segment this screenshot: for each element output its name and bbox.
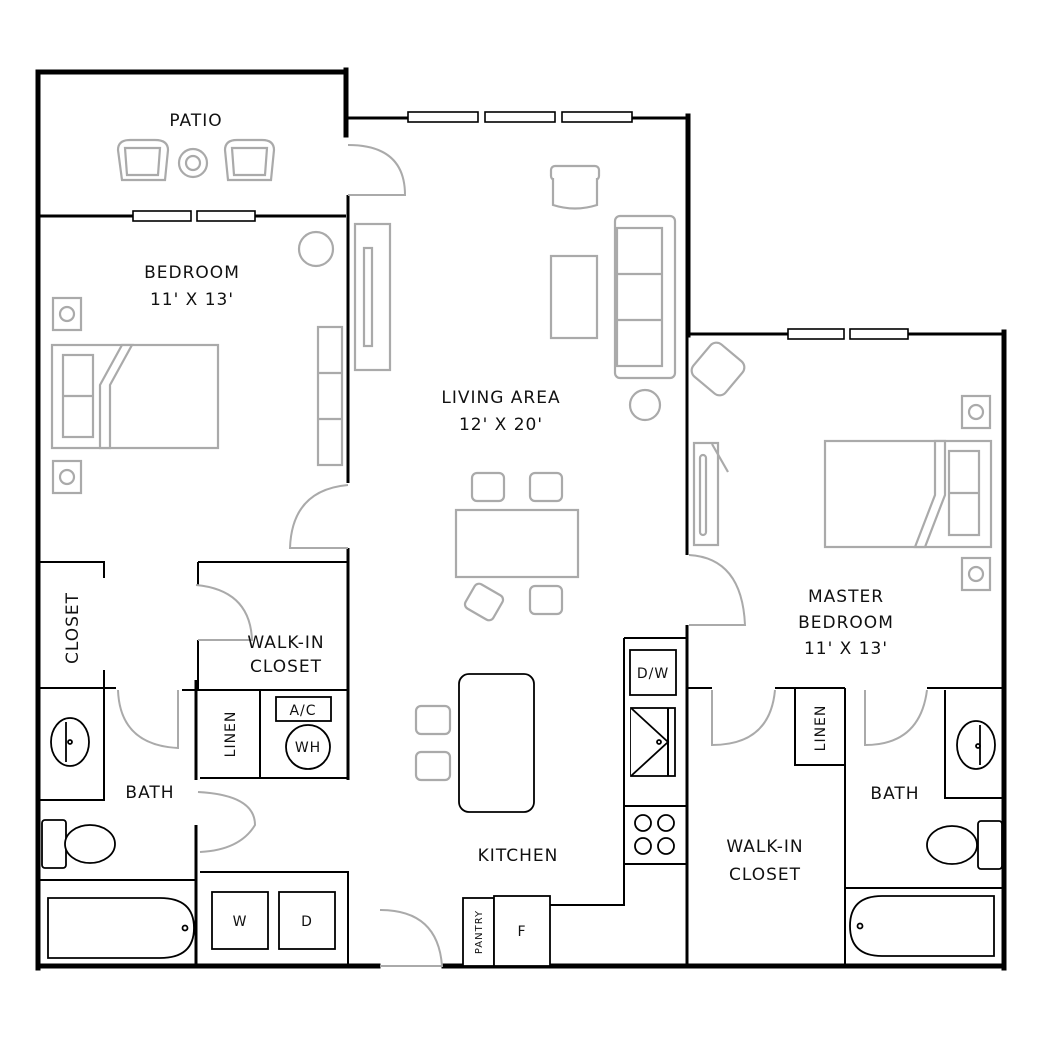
linen-left-label: LINEN <box>223 711 239 758</box>
sofa-icon <box>613 214 677 380</box>
armchair-icon <box>549 164 601 210</box>
living-area-label: LIVING AREA <box>441 388 560 408</box>
toilet-icon <box>41 819 116 869</box>
refrigerator <box>493 895 551 967</box>
dresser-icon <box>316 325 344 467</box>
plant-icon <box>177 147 209 179</box>
armchair-icon <box>297 230 335 268</box>
closet-label: CLOSET <box>63 592 83 664</box>
tv-console-icon <box>353 222 392 372</box>
bed-icon <box>50 343 220 450</box>
bath-left-label: BATH <box>125 783 174 803</box>
stove-icon <box>634 814 675 855</box>
bathtub-icon <box>849 895 995 957</box>
ac-unit <box>275 696 332 722</box>
kitchen-sink-icon <box>630 707 676 777</box>
pantry-label: PANTRY <box>474 910 485 954</box>
dishwasher <box>629 649 677 696</box>
bedroom-furniture <box>50 230 344 495</box>
master-bedroom-label-1: MASTER <box>808 587 884 607</box>
kitchen-fixtures <box>414 637 687 967</box>
bed-icon <box>823 439 993 549</box>
fridge-label: F <box>517 924 526 940</box>
patio-furniture <box>116 138 276 182</box>
kitchen-label: KITCHEN <box>478 846 559 866</box>
dishwasher-label: D/W <box>637 666 669 682</box>
room-labels: PATIO BEDROOM 11' X 13' LIVING AREA 12' … <box>63 111 919 954</box>
walkin-closet-right-label-2: CLOSET <box>729 865 801 885</box>
coffee-table-icon <box>549 254 599 340</box>
utility-fixtures <box>211 696 336 950</box>
master-bedroom-label-2: BEDROOM <box>798 613 894 633</box>
dresser-icon <box>692 441 729 547</box>
pantry <box>462 897 495 967</box>
patio-chair-icon <box>223 138 276 182</box>
patio-label: PATIO <box>169 111 222 131</box>
right-bath-fixtures <box>849 720 1003 957</box>
nightstand-icon <box>960 394 992 430</box>
water-heater <box>285 724 331 770</box>
nightstand-icon <box>960 556 992 592</box>
dryer-label: D <box>301 914 313 930</box>
toilet-icon <box>926 820 1003 870</box>
armchair-icon <box>690 341 746 397</box>
water-heater-label: WH <box>295 740 321 756</box>
ac-label: A/C <box>289 703 316 719</box>
dryer <box>278 891 336 950</box>
bedroom-label: BEDROOM <box>144 263 240 283</box>
walkin-closet-left-label-1: WALK-IN <box>247 633 324 653</box>
washer <box>211 891 269 950</box>
windows <box>132 111 909 340</box>
master-furniture <box>690 341 993 592</box>
linen-right-label: LINEN <box>813 705 829 752</box>
bathtub-icon <box>47 897 195 959</box>
master-bedroom-size: 11' X 13' <box>804 639 888 659</box>
doors <box>117 144 928 967</box>
kitchen-island <box>458 673 535 813</box>
sink-icon <box>956 720 996 770</box>
interior-walls <box>38 195 1004 966</box>
sink-icon <box>50 717 90 767</box>
side-table-icon <box>628 388 662 422</box>
bath-right-label: BATH <box>870 784 919 804</box>
walkin-closet-right-label-1: WALK-IN <box>726 837 803 857</box>
dining-table-icon <box>454 471 580 622</box>
left-bath-fixtures <box>41 717 195 959</box>
living-furniture <box>353 164 677 622</box>
bedroom-size: 11' X 13' <box>150 290 234 310</box>
walkin-closet-left-label-2: CLOSET <box>250 657 322 677</box>
patio-chair-icon <box>116 138 170 182</box>
bar-stool-icon <box>414 750 452 782</box>
living-area-size: 12' X 20' <box>459 415 543 435</box>
bar-stool-icon <box>414 704 452 736</box>
washer-label: W <box>233 914 248 930</box>
